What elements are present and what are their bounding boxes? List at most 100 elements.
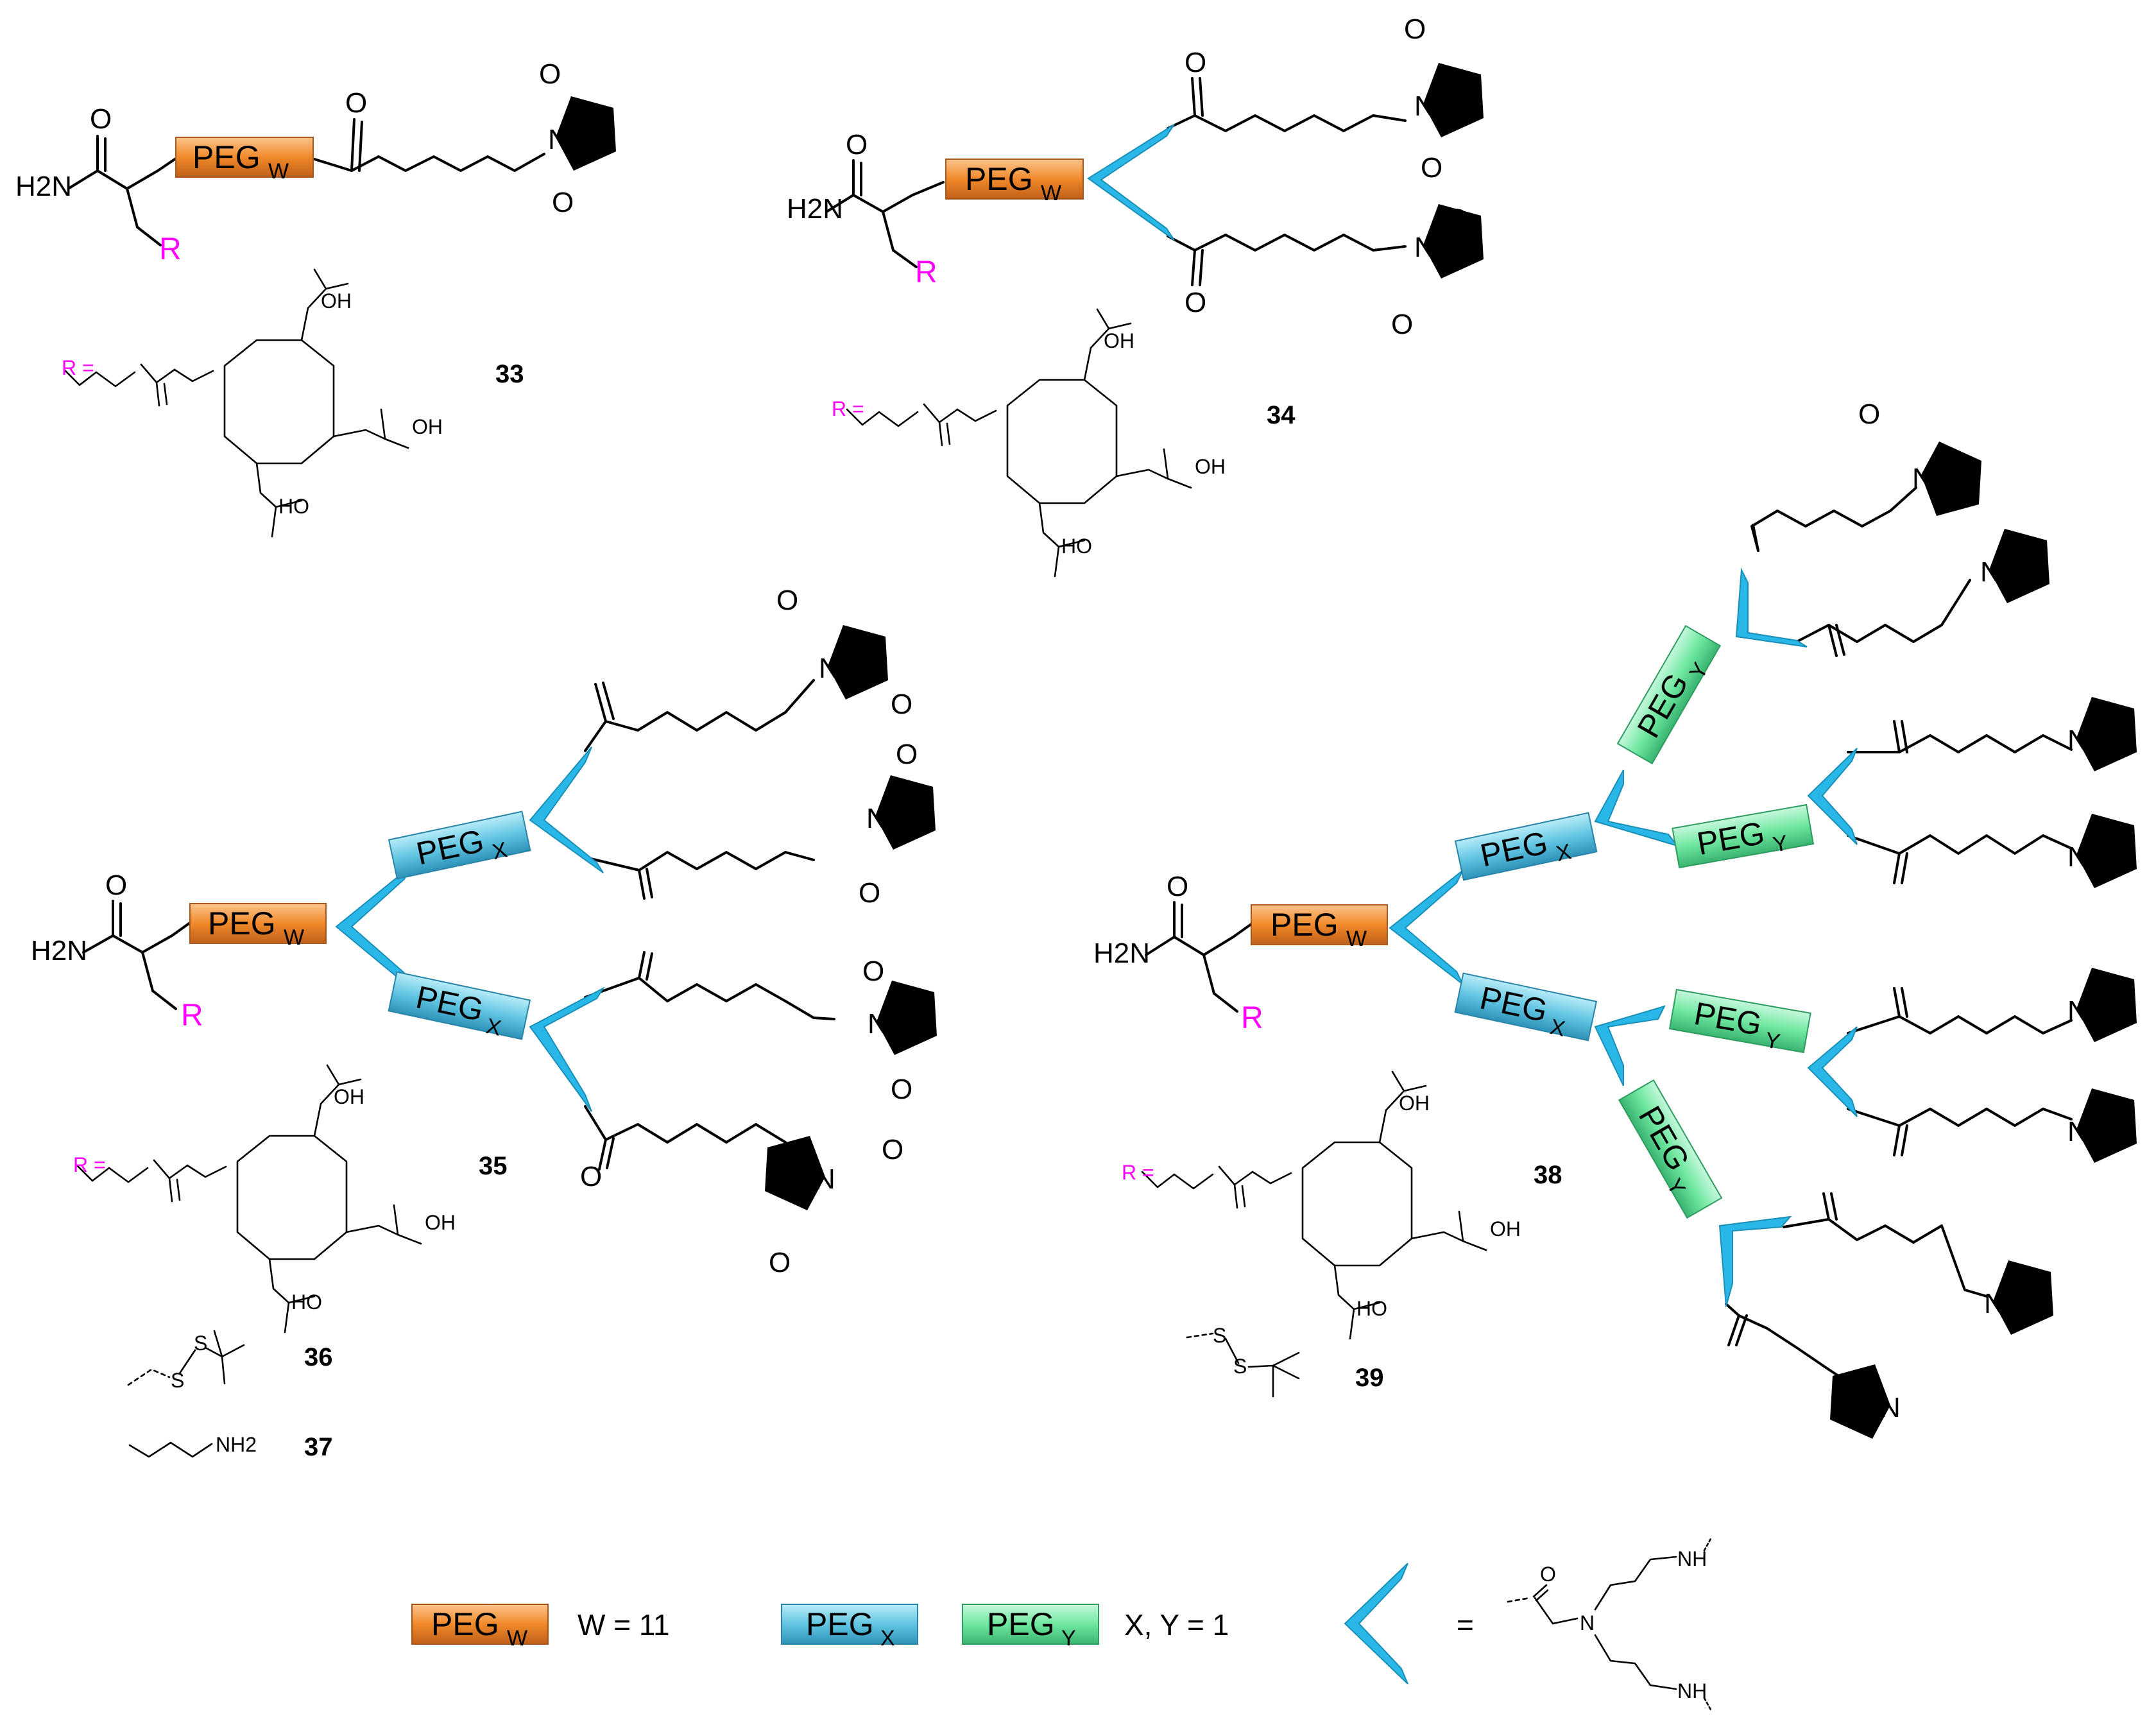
thio-substituent: S S <box>127 1330 245 1392</box>
peg-w-subscript: W <box>284 925 304 950</box>
oxygen-atom: O <box>1185 47 1206 78</box>
peg-y-block <box>1616 624 1722 765</box>
peg-x-label: PEG <box>413 823 487 872</box>
sulfur-atom: S <box>1233 1355 1247 1378</box>
oxygen-atom: O <box>1167 871 1188 902</box>
oxygen-atom: O <box>552 187 574 218</box>
oxygen-atom: O <box>580 1161 602 1192</box>
r-equals-label: R = <box>832 397 864 420</box>
r-group-label: R <box>181 999 203 1033</box>
peg-y-block <box>1668 988 1811 1054</box>
nitrogen-atom: N <box>2067 841 2088 873</box>
hydroxyl-label: OH <box>425 1211 456 1234</box>
peg-y-block <box>1618 1079 1723 1219</box>
peg-w-block <box>175 137 314 178</box>
sulfur-atom: S <box>194 1332 207 1355</box>
compound-number: 39 <box>1355 1364 1384 1392</box>
oxygen-atom: O <box>882 1134 903 1165</box>
compound-33: H2N O O R PEG W N O O R = OH OH HO 33 <box>15 58 616 538</box>
amide-label: H2N <box>15 171 72 202</box>
nitrogen-atom: N <box>815 1163 835 1195</box>
oxygen-atom: O <box>1858 399 1880 430</box>
peg-w-subscript: W <box>1041 181 1061 205</box>
dota-chelator: R = OH OH HO <box>1122 1070 1521 1340</box>
r-group-label: R <box>1241 1001 1263 1035</box>
legend: PEG W W = 11 PEG X PEG Y X, Y = 1 = O N … <box>411 1538 1712 1711</box>
hydroxyl-label: OH <box>1490 1217 1521 1240</box>
sulfur-atom: S <box>1213 1324 1226 1347</box>
oxygen-atom: O <box>1391 309 1413 340</box>
legend-peg-y <box>962 1604 1099 1645</box>
dota-chelator: R = OH OH HO <box>73 1064 456 1334</box>
nh-label: NH <box>1677 1547 1707 1570</box>
compound-34: H2N O O O R PEG W N O O N O O R = OH OH … <box>787 13 1484 578</box>
legend-peg-x-subscript: X <box>880 1626 895 1651</box>
hydroxyl-label: HO <box>1356 1297 1387 1320</box>
oxygen-atom: O <box>769 1247 791 1278</box>
compound-38: H2N O R PEG W PEG X PEG X PEG Y PEG Y PE… <box>1093 399 2137 1467</box>
branch-linker <box>1087 124 1175 241</box>
hydroxyl-label: OH <box>412 415 443 438</box>
branch-linker <box>1594 1005 1666 1086</box>
legend-peg-w-label: PEG <box>431 1606 499 1642</box>
peg-x-label: PEG <box>1477 825 1551 874</box>
oxygen-atom: O <box>1421 152 1442 184</box>
compound-number: 37 <box>304 1433 333 1461</box>
peg-w-block <box>189 903 327 944</box>
legend-equals: = <box>1457 1608 1474 1642</box>
oxygen-atom: O <box>862 956 884 987</box>
branch-linker <box>1389 870 1464 985</box>
nitrogen-atom: N <box>866 803 887 834</box>
nitrogen-atom: N <box>1912 463 1933 494</box>
r-equals-label: R = <box>1122 1161 1154 1184</box>
peg-x-block <box>388 971 531 1040</box>
branch-linker <box>529 986 605 1112</box>
oxygen-atom: O <box>345 87 367 119</box>
oxygen-atom: O <box>90 103 112 135</box>
nitrogen-atom: N <box>1414 232 1435 263</box>
legend-w-value: W = 11 <box>578 1608 670 1642</box>
branch-linker <box>1807 748 1858 845</box>
peg-x-label: PEG <box>1477 980 1551 1029</box>
oxygen-atom: O <box>1404 13 1426 45</box>
nh2-label: NH2 <box>216 1433 257 1456</box>
legend-branch-linker <box>1344 1563 1408 1685</box>
branch-linker <box>1718 1215 1792 1307</box>
peg-x-block <box>388 811 531 880</box>
branch-linker <box>1594 769 1679 847</box>
legend-branch-structure: O N NH NH <box>1507 1538 1712 1711</box>
nitrogen-atom: N <box>868 1008 888 1040</box>
compound-number: 36 <box>304 1343 333 1371</box>
peg-w-label: PEG <box>208 905 276 941</box>
oxygen-atom: O <box>896 739 918 770</box>
oxygen-atom: O <box>891 1074 912 1105</box>
nh-label: NH <box>1677 1679 1707 1703</box>
dota-chelator: R = OH OH HO <box>62 268 443 538</box>
legend-peg-x <box>781 1604 918 1645</box>
peg-y-block <box>1672 803 1815 869</box>
aminopropyl-substituent: NH2 <box>128 1433 257 1458</box>
sulfur-atom: S <box>171 1369 184 1392</box>
nitrogen-atom: N <box>1980 556 2001 588</box>
peg-w-label: PEG <box>965 161 1033 197</box>
hydroxyl-label: HO <box>1061 535 1092 558</box>
nitrogen-atom: N <box>548 124 569 155</box>
legend-peg-w-subscript: W <box>507 1626 527 1651</box>
oxygen-atom: O <box>1540 1563 1556 1586</box>
hydroxyl-label: OH <box>321 289 352 313</box>
peg-x-block <box>1454 812 1598 881</box>
legend-peg-w <box>411 1604 549 1645</box>
oxygen-atom: O <box>105 870 127 901</box>
peg-y-label: PEG <box>1694 815 1767 862</box>
amide-label: H2N <box>1093 938 1150 969</box>
hydroxyl-label: OH <box>1195 455 1226 478</box>
branch-linker <box>529 746 604 873</box>
peg-w-block <box>1251 904 1388 945</box>
nitrogen-atom: N <box>1414 90 1435 122</box>
oxygen-atom: O <box>859 877 880 909</box>
oxygen-atom: O <box>539 58 561 90</box>
legend-peg-y-label: PEG <box>987 1606 1055 1642</box>
hydroxyl-label: HO <box>278 495 309 518</box>
legend-peg-x-label: PEG <box>806 1606 874 1642</box>
